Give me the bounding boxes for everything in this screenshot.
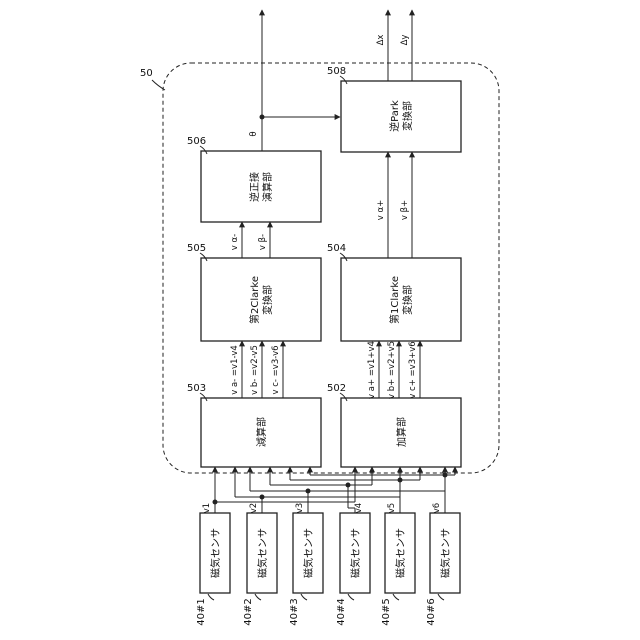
svg-text:磁気センサ: 磁気センサ bbox=[302, 528, 315, 578]
second-clarke-block bbox=[201, 258, 321, 341]
block-508-ref: 508 bbox=[327, 66, 346, 77]
svg-text:40#4: 40#4 bbox=[336, 598, 347, 625]
block-508-line2: 変換部 bbox=[401, 101, 414, 131]
sub-b-label: v b- =v2-v5 bbox=[250, 345, 260, 395]
sensor-6: 磁気センサ v6 40#6 bbox=[426, 503, 460, 626]
theta-label: θ bbox=[249, 131, 259, 136]
inverse-park-block bbox=[341, 81, 461, 152]
va-plus-label: v α+ bbox=[376, 200, 386, 220]
block-503-ref: 503 bbox=[187, 383, 206, 394]
svg-text:磁気センサ: 磁気センサ bbox=[394, 528, 407, 578]
block-505-line1: 第2Clarke bbox=[248, 276, 261, 324]
block-505-line2: 変換部 bbox=[261, 285, 274, 315]
add-c-label: v c+ =v3+v6 bbox=[408, 341, 418, 398]
block-506-ref: 506 bbox=[187, 136, 206, 147]
block-504-line2: 変換部 bbox=[401, 285, 414, 315]
svg-text:磁気センサ: 磁気センサ bbox=[209, 528, 222, 578]
block-508-line1: 逆Park bbox=[388, 100, 401, 132]
vb-plus-label: v β+ bbox=[400, 200, 410, 220]
sub-a-label: v a- =v1-v4 bbox=[230, 345, 240, 395]
module-label-leader bbox=[152, 80, 165, 90]
svg-text:v2: v2 bbox=[249, 503, 259, 513]
svg-text:磁気センサ: 磁気センサ bbox=[349, 528, 362, 578]
vb-minus-label: v β- bbox=[258, 234, 268, 250]
block-503-label: 減算部 bbox=[255, 417, 268, 447]
block-502-label: 加算部 bbox=[395, 417, 408, 447]
block-506-line2: 演算部 bbox=[261, 172, 274, 202]
block-504-line1: 第1Clarke bbox=[388, 276, 401, 324]
sensor-3: 磁気センサ v3 40#3 bbox=[289, 503, 323, 626]
arctan-block bbox=[201, 151, 321, 222]
add-b-label: v b+ =v2+v5 bbox=[387, 341, 397, 399]
dy-label: Δy bbox=[400, 35, 410, 46]
svg-text:v3: v3 bbox=[295, 503, 305, 513]
add-a-label: v a+ =v1+v4 bbox=[367, 341, 377, 399]
module-label: 50 bbox=[140, 68, 153, 79]
first-clarke-block bbox=[341, 258, 461, 341]
svg-text:磁気センサ: 磁気センサ bbox=[439, 528, 452, 578]
sub-c-label: v c- =v3-v6 bbox=[271, 345, 281, 394]
svg-text:40#1: 40#1 bbox=[196, 598, 207, 625]
sensor-5: 磁気センサ v5 40#5 bbox=[381, 503, 415, 626]
block-504-ref: 504 bbox=[327, 243, 346, 254]
sensor-2: 磁気センサ v2 40#2 bbox=[243, 503, 277, 626]
block-505-ref: 505 bbox=[187, 243, 206, 254]
svg-text:v6: v6 bbox=[432, 503, 442, 513]
svg-text:磁気センサ: 磁気センサ bbox=[256, 528, 269, 578]
sensor-4: 磁気センサ v4 40#4 bbox=[336, 503, 370, 626]
block-506-line1: 逆正接 bbox=[248, 172, 261, 202]
svg-text:v4: v4 bbox=[354, 503, 364, 513]
dx-label: Δx bbox=[376, 35, 386, 46]
block-502-ref: 502 bbox=[327, 383, 346, 394]
svg-text:v5: v5 bbox=[387, 503, 397, 513]
svg-text:40#3: 40#3 bbox=[289, 598, 300, 625]
sensor-1: 磁気センサ v1 40#1 bbox=[196, 503, 230, 626]
svg-text:40#6: 40#6 bbox=[426, 598, 437, 625]
svg-text:40#5: 40#5 bbox=[381, 598, 392, 625]
va-minus-label: v α- bbox=[230, 234, 240, 250]
svg-text:40#2: 40#2 bbox=[243, 598, 254, 625]
svg-text:v1: v1 bbox=[202, 503, 212, 513]
